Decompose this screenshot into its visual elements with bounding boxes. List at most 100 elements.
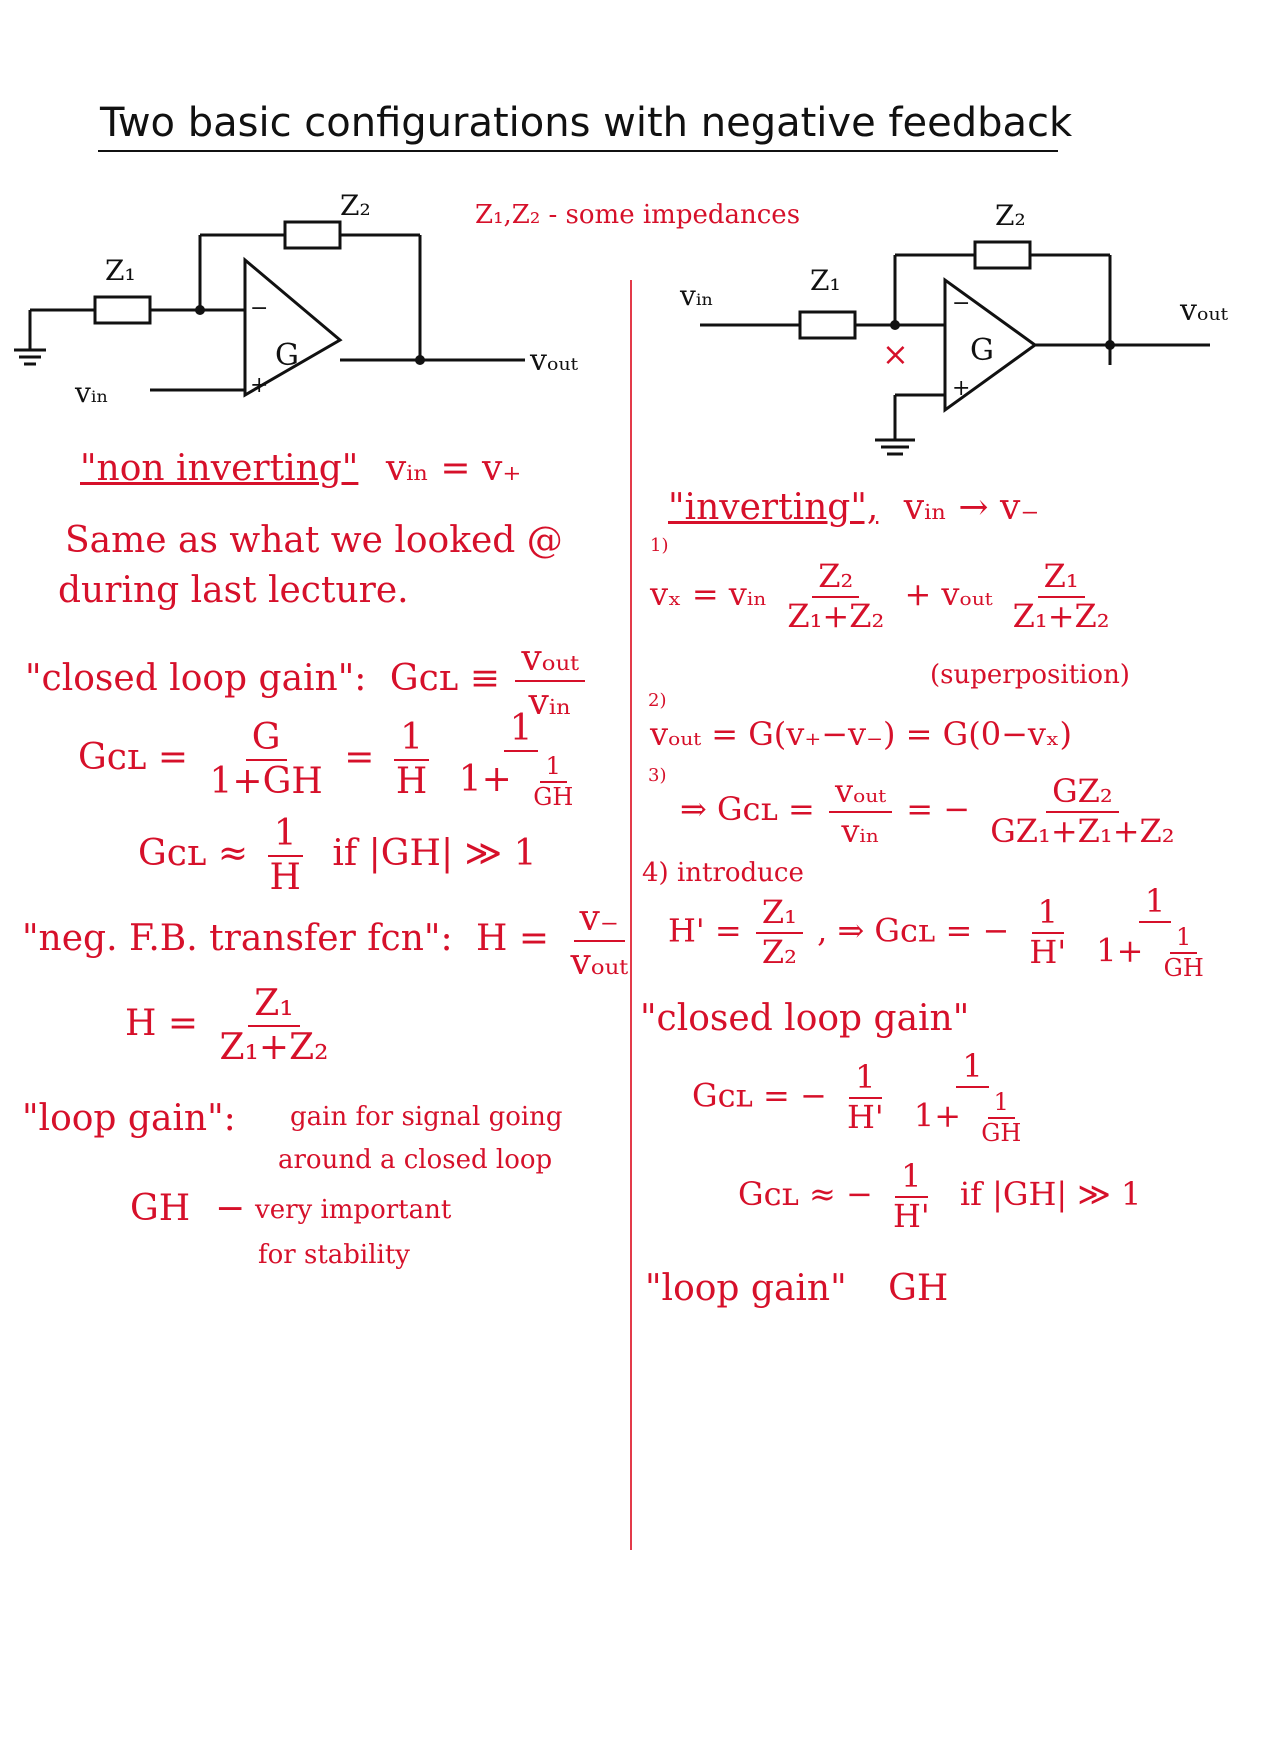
closed-loop-gain-label: "closed loop gain": [25,657,367,699]
hp-lhs: H' = [668,911,742,950]
loop-gain-desc-1: gain for signal going [290,1102,563,1132]
right-gcl-f2-den-pre: 1+ [913,1096,962,1135]
closed-loop-gain-definition: "closed loop gain": Gᴄʟ ≡ vₒᵤₜ vᵢₙ [25,640,589,722]
hp-fraction-1: 1 H' [1023,896,1072,969]
h-num: Z₁ [248,985,300,1027]
approx-den: H [269,856,301,898]
fb-den: vₒᵤₜ [570,941,628,983]
gain-label: G [970,333,994,368]
z1-resistor [798,310,857,340]
step-4-introduce: 4) introduce [642,858,804,888]
fb-lhs: H = [476,917,550,959]
right-gcl-approximation: Gᴄʟ ≈ − 1 H' if |GH| ≫ 1 [738,1159,1141,1235]
hp-fraction-2: 1 1+ 1 GH [1090,884,1219,981]
vx-lhs: vₓ = vᵢₙ [650,575,768,614]
opamp-triangle [943,277,1038,413]
gcl-def-numerator: vₒᵤₜ [515,640,585,682]
hp-num: Z₁ [755,896,803,934]
gcl3-fraction-2: GZ₂ GZ₁+Z₁+Z₂ [984,774,1180,848]
page-title: Two basic configurations with negative f… [100,100,1073,146]
right-gcl-lhs: Gᴄʟ = − [692,1076,827,1115]
vx-fraction-2: Z₁ Z₁+Z₂ [1007,559,1116,635]
gcl3-fraction-1: vₒᵤₜ vᵢₙ [829,774,893,850]
z1-label: Z₁ [105,254,136,287]
hp-den: Z₂ [761,932,797,971]
gh-desc-1: very important [255,1195,452,1225]
h-prime-expression: H' = Z₁ Z₂ , ⇒ Gᴄʟ = − 1 H' 1 1+ 1 GH [668,884,1224,981]
gcl-f2-num: 1 [394,719,429,762]
inverting-equation: vᵢₙ → v₋ [903,487,1040,528]
step-2-marker: 2) [648,690,667,711]
gcl-fraction-3: 1 1+ 1 GH [453,710,590,810]
gcl-step3-expression: ⇒ Gᴄʟ = vₒᵤₜ vᵢₙ = − GZ₂ GZ₁+Z₁+Z₂ [680,774,1185,850]
gcl3-f1-den: vᵢₙ [841,811,880,850]
right-gcl-f2-den: 1+ 1 GH [908,1088,1037,1146]
minus-input-label: − [250,296,268,321]
gcl-def-denominator: vᵢₙ [528,681,572,723]
junction-dot-output [415,355,425,365]
gcl-f2-den: H [395,761,428,803]
right-approx-lhs: Gᴄʟ ≈ − [738,1175,873,1214]
h-expression: H = Z₁ Z₁+Z₂ [125,985,339,1067]
hp-f2-den: 1+ 1 GH [1090,923,1219,981]
loop-gain-label: "loop gain": [22,1098,236,1139]
hp-f2-inner-den: GH [1163,953,1204,982]
right-gcl-expression: Gᴄʟ = − 1 H' 1 1+ 1 GH [692,1049,1041,1146]
vx-f2-den: Z₁+Z₂ [1012,596,1110,635]
noninverting-circuit-diagram: Z₁ Z₂ G − + vᵢₙ vₒᵤₜ [14,189,578,409]
vx-plus: + vₒᵤₜ [904,575,993,614]
fb-num: v₋ [573,900,625,942]
right-approx-den: H' [893,1196,930,1235]
z2-label: Z₂ [995,199,1026,232]
vout-label: vₒᵤₜ [1179,293,1228,328]
gcl-f3-inner-fraction: 1 GH [527,753,579,811]
gh-desc-2: for stability [258,1240,410,1270]
right-gcl-fraction-2: 1 1+ 1 GH [908,1049,1037,1146]
gcl-f1-den: 1+GH [209,761,323,803]
gcl3-f2-num: GZ₂ [1046,774,1119,813]
junction-dot-output [1105,340,1115,350]
gcl-f3-den: 1+ 1 GH [453,752,590,810]
gcl-f3-inner-num: 1 [539,753,567,783]
gh-dash: − [215,1188,246,1229]
gcl-eq2: = [344,737,375,779]
approx-lhs: Gᴄʟ ≈ [138,832,249,874]
noninverting-label: "non inverting" [80,448,359,489]
opamp-triangle [243,256,343,398]
inverting-circuit-diagram: × Z₁ Z₂ G − + vᵢₙ vₒᵤₜ [679,199,1228,456]
approx-condition: if |GH| ≫ 1 [332,832,537,874]
gcl-def-fraction: vₒᵤₜ vᵢₙ [515,640,585,723]
right-gcl-f2-inner-num: 1 [987,1089,1015,1119]
z1-label: Z₁ [810,264,841,297]
gcl-lhs: Gᴄʟ = [78,737,189,779]
gcl-f3-inner-den: GH [533,782,574,811]
same-line-2: during last lecture. [58,570,409,611]
feedback-transfer-definition: "neg. F.B. transfer fcn": H = v₋ vₒᵤₜ [22,900,638,982]
superposition-note: (superposition) [930,660,1130,690]
right-gcl-f2-num: 1 [956,1049,989,1088]
right-gcl-f1-den: H' [847,1097,884,1136]
right-gcl-f2-inner-den: GH [981,1118,1022,1147]
title-underline [98,150,1058,152]
right-loop-gain-line: "loop gain" GH [645,1268,948,1309]
fb-fraction: v₋ vₒᵤₜ [565,900,634,982]
inverting-label: "inverting", [668,487,879,528]
right-loop-gain-value: GH [888,1268,949,1309]
node-x-marker: × [882,335,909,373]
gcl-fraction-1: G 1+GH [204,719,329,801]
hp-f2-inner-num: 1 [1170,924,1198,954]
hp-f2-den-pre: 1+ [1096,931,1144,970]
gcl3-eq: = − [906,790,971,829]
gcl-f3-den-pre: 1+ [458,758,512,800]
vx-f1-den: Z₁+Z₂ [787,596,885,635]
plus-input-label: + [250,373,268,398]
gcl-f1-num: G [245,719,287,762]
gh-label: GH [130,1188,191,1229]
approx-fraction: 1 H [264,815,307,897]
approx-num: 1 [267,815,303,857]
hp-f1-num: 1 [1031,896,1064,934]
right-approx-num: 1 [895,1159,928,1198]
vout-equation: vₒᵤₜ = G(v₊−v₋) = G(0−vₓ) [650,715,1072,753]
hp-f1-den: H' [1029,932,1067,971]
gcl-def-lhs: Gᴄʟ ≡ [389,657,500,699]
